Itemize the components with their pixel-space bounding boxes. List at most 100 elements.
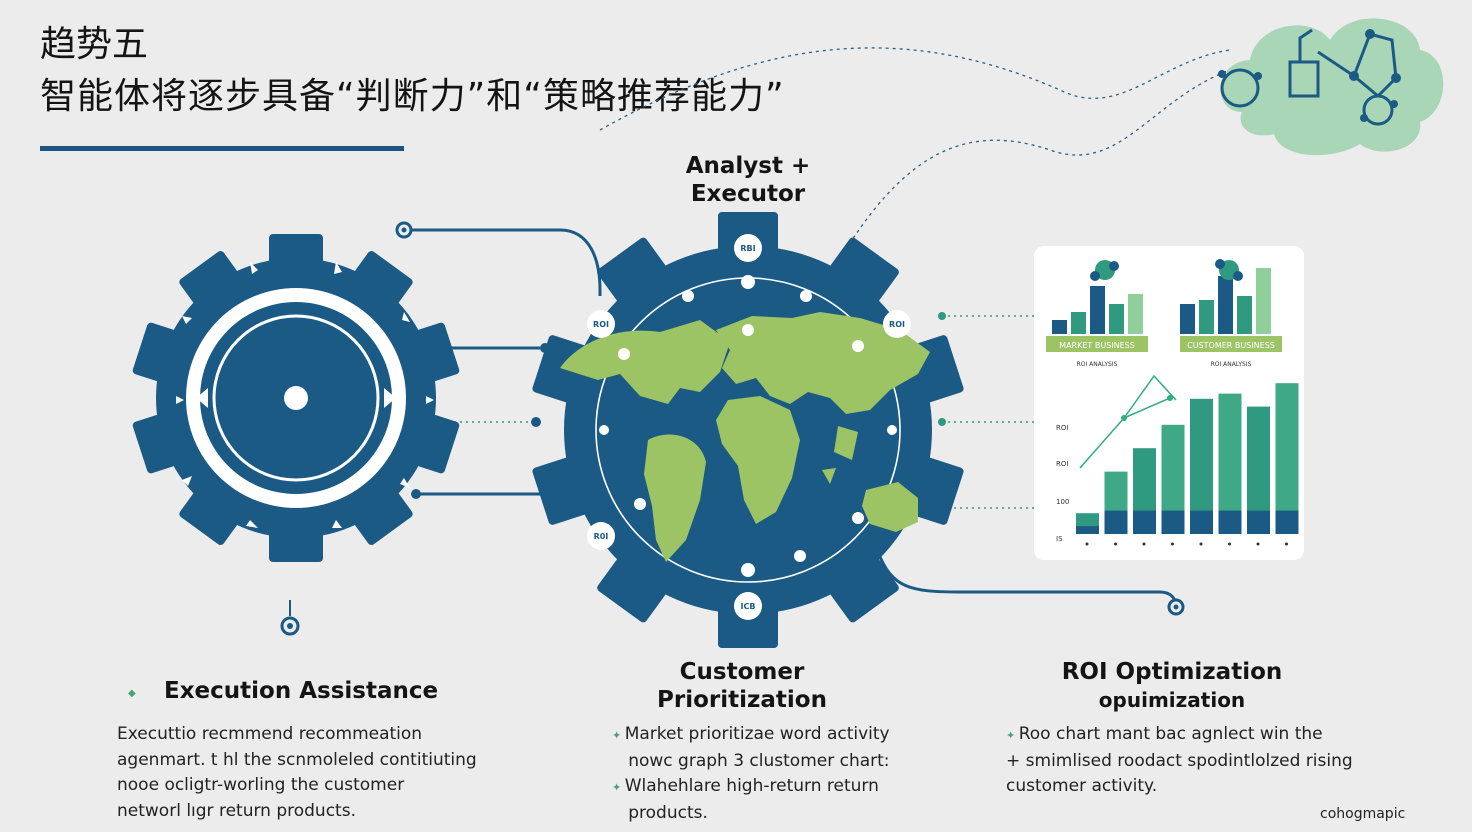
main-bar [1190,398,1213,534]
panel-right-sublabel: ROI ANALYSIS [1211,361,1252,368]
x-tick [1085,542,1089,546]
mini-bar [1090,286,1105,334]
center-heading: Analyst + Executor [620,152,876,208]
body-line: nooe ocligtr-worling the customer [117,775,405,795]
body-line: Market prioritizae word activity [624,724,890,744]
main-bar-base [1190,510,1213,534]
body-line: networl lıgr return products. [117,800,356,821]
compass-icon [176,262,434,528]
x-tick [1171,542,1174,546]
mini-bar [1071,312,1086,334]
gear-tooth [718,212,778,252]
main-bar [1218,393,1242,534]
gear-tooth [354,492,413,545]
y-tick-label: ROI [1056,424,1068,432]
center-heading-line2: Executor [690,181,806,207]
section-title-roi: ROI Optimization opuimization [1042,658,1302,714]
center-heading-line1: Analyst + [685,153,811,179]
badge-bg [883,310,911,338]
decorative-curves [599,47,1231,263]
mini-bar [1109,304,1124,334]
main-bar-base [1133,510,1156,534]
body-line: nowc graph 3 clustomer chart: [628,750,890,771]
section-title-prioritization: Customer Prioritization [620,658,864,714]
gear-tooth [269,234,323,264]
x-tick [1285,542,1288,546]
mini-bar [1218,276,1233,334]
body-line: Wlahehlare high-return return [624,776,879,796]
body-line: Executtio recmmend recommeation [117,724,423,744]
title-line: ROI Optimization [1061,659,1283,685]
mini-bar [1128,294,1143,334]
dotted-links [430,315,1036,509]
dashboard-card: MARKET BUSINESS CUSTOMER BUSINESS ROI AN… [1034,246,1304,560]
badge-bg [734,592,762,620]
gear-badge-label: ROI [889,320,905,329]
bullet-icon: ✦ [612,729,625,742]
y-tick-label: 100 [1056,498,1069,506]
gear-tooth [597,237,667,303]
mini-bar [1237,296,1252,334]
page-title-line2: 智能体将逐步具备“判断力”和“策略推荐能力” [40,76,785,117]
panel-right-label: CUSTOMER BUSINESS [1187,341,1275,350]
title-line: opuimization [1098,688,1246,712]
gear-badges: RBI ROI ROI R0I ICB [587,234,911,620]
main-bar-base [1161,510,1185,534]
main-bar [1247,406,1270,534]
bullet-icon: ✦ [1006,729,1019,742]
mini-bar [1052,320,1067,334]
x-tick [1142,542,1146,546]
body-line: customer activity. [1006,776,1158,796]
mini-bar [1180,304,1195,334]
x-tick [1199,542,1203,546]
trend-line [1079,374,1177,469]
title-line: Prioritization [657,687,827,713]
x-tick [1228,542,1231,546]
cloud-molecule-icon [1218,18,1444,156]
body-line: agenmart. t hl the scnmoleled contitiuti… [117,749,477,770]
body-line: Roo chart mant bac agnlect win the [1018,724,1323,744]
gear-tooth [829,557,899,623]
main-bar-base [1076,526,1099,534]
mini-bar [1256,268,1271,334]
mini-bar [1199,300,1214,334]
mini-bar-chart-left [1052,286,1143,334]
main-bar-chart [1076,383,1299,546]
x-tick [1114,542,1117,546]
gear-badge-label: ROI [593,320,609,329]
gear-tooth [269,532,323,562]
gear-tooth [829,237,899,303]
gear-badge-label: ICB [741,602,756,611]
title-underline [40,146,404,151]
signature: cohogmapic [1320,806,1406,822]
molecule-icon [1090,259,1243,281]
main-bar-base [1275,510,1299,534]
section-title-execution: Execution Assistance [164,678,439,704]
body-line: products. [628,802,708,823]
main-bar-base [1104,510,1128,534]
gear-badge-label: RBI [740,244,755,253]
gear-badge-label: R0I [594,532,609,541]
section-body-prioritization: ✦ Market prioritizae word activity nowc … [612,722,890,826]
bullet-icon: ✦ [612,781,625,794]
gear-tooth [597,557,667,623]
gear-tooth [354,251,413,304]
gear-tooth [718,608,778,648]
section-body-execution: Executtio recmmend recommeation agenmart… [117,722,477,824]
bullet-icon: ◆ [128,688,136,699]
x-tick [1256,542,1260,546]
y-tick-label: IS [1056,535,1063,543]
badge-bg [587,522,615,550]
main-bar [1161,424,1185,534]
y-tick-label: ROI [1056,460,1068,468]
section-body-roi: ✦ Roo chart mant bac agnlect win the + s… [1006,722,1353,800]
panel-left-sublabel: ROI ANALYSIS [1077,361,1118,368]
main-bar-base [1247,510,1270,534]
page-title-line1: 趋势五 [40,24,149,65]
mini-bar-chart-right [1180,268,1271,334]
body-line: + smimlised roodact spodintlolzed rising [1006,750,1353,771]
gear-icon [132,234,460,562]
main-bar [1275,383,1299,534]
